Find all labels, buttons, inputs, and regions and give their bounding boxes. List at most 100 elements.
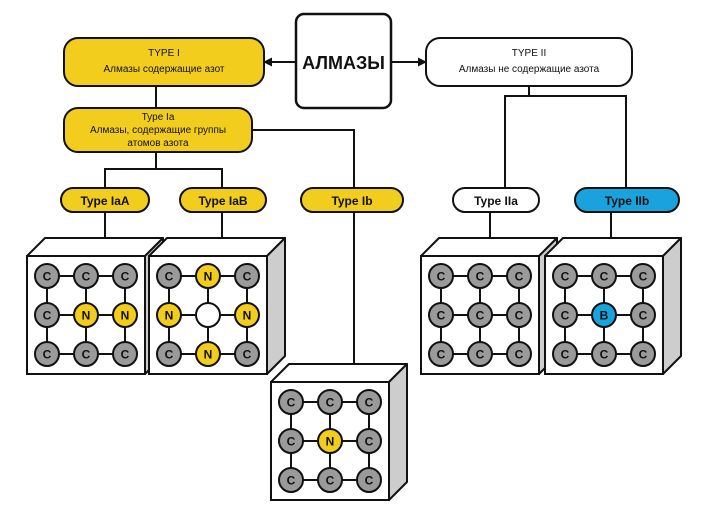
carbon-atom xyxy=(467,302,493,328)
pill-type-ib: Type Ib xyxy=(300,187,404,213)
pill-type-iib-fill xyxy=(574,187,680,213)
carbon-atom xyxy=(234,341,260,367)
atom-label: C xyxy=(43,270,52,284)
type-i-subtitle: Алмазы содержащие азот xyxy=(103,64,224,75)
atom-label: C xyxy=(476,309,485,323)
carbon-atom xyxy=(156,263,182,289)
atom-label: C xyxy=(82,270,91,284)
carbon-atom xyxy=(591,263,617,289)
carbon-atom xyxy=(552,302,578,328)
carbon-atom xyxy=(428,263,454,289)
atom-label: N xyxy=(204,348,213,362)
atom-label: C xyxy=(326,474,335,488)
type-ia-title: Type Ia xyxy=(142,112,175,123)
carbon-atom xyxy=(317,467,343,493)
carbon-atom xyxy=(552,341,578,367)
atom-label: C xyxy=(287,435,296,449)
type-ii-box: TYPE II Алмазы не содержащие азота xyxy=(425,37,633,87)
vacancy-site xyxy=(195,302,221,328)
boron-atom xyxy=(591,302,617,328)
atom-label: C xyxy=(365,474,374,488)
nitrogen-atom xyxy=(317,428,343,454)
carbon-atom xyxy=(506,341,532,367)
type-ia-box: Type Ia Алмазы, содержащие группы атомов… xyxy=(63,107,253,153)
atom-label: C xyxy=(121,270,130,284)
pill-type-iia-label: Type IIa xyxy=(474,194,518,208)
type-ia-line1: Алмазы, содержащие группы xyxy=(90,125,226,136)
carbon-atom xyxy=(467,263,493,289)
atom-label: C xyxy=(243,270,252,284)
cube-top-face xyxy=(544,237,682,257)
carbon-atom xyxy=(428,302,454,328)
carbon-atom xyxy=(630,263,656,289)
cube-top-face xyxy=(148,237,286,257)
atom-label: C xyxy=(243,348,252,362)
atom-label: N xyxy=(243,309,252,323)
carbon-atom xyxy=(630,302,656,328)
atom-label: C xyxy=(639,348,648,362)
atom-label: C xyxy=(561,270,570,284)
type-i-box: TYPE I Алмазы содержащие азот xyxy=(63,37,265,87)
atom-label: N xyxy=(165,309,174,323)
carbon-atom xyxy=(317,389,343,415)
carbon-atom xyxy=(73,341,99,367)
pill-type-iab: Type IaB xyxy=(179,187,267,213)
carbon-atom xyxy=(356,428,382,454)
atom-label: C xyxy=(287,474,296,488)
connector-type-ii-to-subtypes xyxy=(504,86,530,188)
nitrogen-atom xyxy=(112,302,138,328)
pill-type-iaa-label: Type IaA xyxy=(80,194,129,208)
atom-label: C xyxy=(600,270,609,284)
carbon-atom xyxy=(506,302,532,328)
connector-ia-to-subtypes xyxy=(104,152,157,188)
carbon-atom xyxy=(234,263,260,289)
type-i-title: TYPE I xyxy=(148,48,180,59)
root-box: АЛМАЗЫ xyxy=(294,12,393,110)
type-ia-line2: атомов азота xyxy=(127,138,189,149)
atom-label: C xyxy=(639,309,648,323)
pill-type-ib-label: Type Ib xyxy=(331,194,372,208)
atom-label: N xyxy=(82,309,91,323)
type-i-fill xyxy=(63,37,265,87)
atom-label: C xyxy=(437,270,446,284)
carbon-atom xyxy=(467,341,493,367)
atom-label: C xyxy=(561,348,570,362)
atom-label: C xyxy=(515,309,524,323)
atom-label: N xyxy=(204,270,213,284)
pill-type-iia: Type IIa xyxy=(452,187,540,213)
carbon-atom xyxy=(278,428,304,454)
type-ii-subtitle: Алмазы не содержащие азота xyxy=(459,64,600,75)
carbon-atom xyxy=(428,341,454,367)
cube-top-face xyxy=(26,237,164,257)
connector-type-ii-to-iib xyxy=(505,95,627,188)
atom-label: C xyxy=(476,270,485,284)
carbon-atom xyxy=(73,263,99,289)
atom-label: C xyxy=(165,270,174,284)
pill-type-iib: Type IIb xyxy=(574,187,680,213)
pill-type-iab-fill xyxy=(179,187,267,213)
pill-type-iab-label: Type IaB xyxy=(198,194,247,208)
atom-label: C xyxy=(365,435,374,449)
carbon-atom xyxy=(34,263,60,289)
nitrogen-atom xyxy=(195,263,221,289)
carbon-atom xyxy=(356,467,382,493)
atom-label: C xyxy=(437,348,446,362)
cube-side-face xyxy=(388,363,408,501)
atom-label: C xyxy=(326,396,335,410)
atom-label: C xyxy=(121,348,130,362)
pill-type-ib-fill xyxy=(300,187,404,213)
carbon-atom xyxy=(630,341,656,367)
connectors xyxy=(104,57,627,363)
cube-top-face xyxy=(270,363,408,383)
root-label: АЛМАЗЫ xyxy=(302,53,385,73)
cube-side-face xyxy=(266,237,286,375)
atom-label: C xyxy=(437,309,446,323)
carbon-atom xyxy=(34,341,60,367)
nitrogen-atom xyxy=(73,302,99,328)
nitrogen-atom xyxy=(234,302,260,328)
